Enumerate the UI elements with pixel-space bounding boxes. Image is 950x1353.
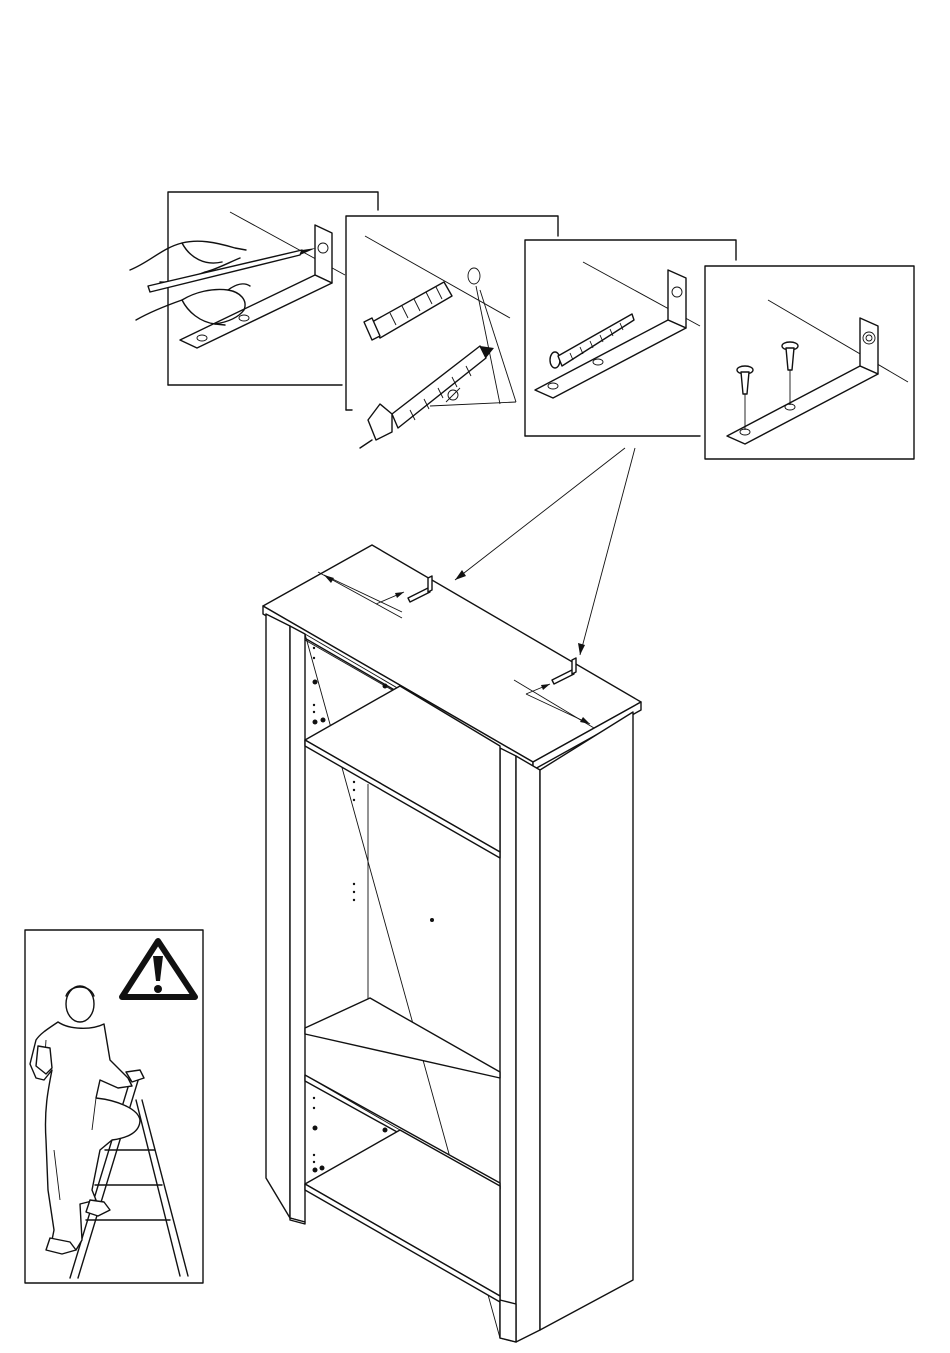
safety-warning-panel [25,930,203,1283]
step-panel-mark-hole [130,192,378,385]
person-on-ladder-illustration [30,986,144,1254]
step-panel-screw-to-cabinet [705,266,914,459]
step-panel-drill-and-plug [346,216,558,448]
screw-icon [737,366,753,430]
angle-bracket [727,318,878,444]
screw-icon [782,342,798,405]
drill-bit-icon [360,346,494,448]
wall-plug-icon [364,282,452,340]
hand-illustration [130,241,250,325]
warning-triangle-icon [122,941,195,997]
pencil-icon [148,248,316,292]
angle-bracket [180,225,332,348]
bookcase-icon [263,545,641,1342]
wall-hole [468,268,480,284]
